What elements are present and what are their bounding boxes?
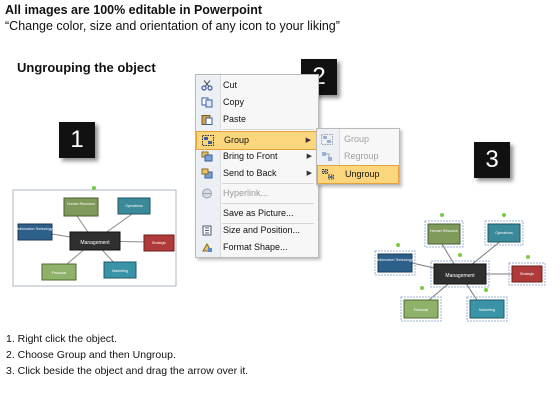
paste-icon [201, 115, 213, 125]
submenu-item-label: Regroup [344, 151, 379, 161]
size-icon [202, 225, 212, 236]
menu-item-label: Copy [223, 97, 245, 107]
selection-frame [484, 220, 524, 246]
node-management [69, 231, 121, 251]
step-marker-1: 1 [59, 122, 95, 158]
menu-item-bring-to-front[interactable]: Bring to Front ▶ [196, 148, 318, 165]
node-operations [117, 197, 151, 215]
submenu-item-label: Ungroup [345, 169, 380, 179]
header-title: All images are 100% editable in Powerpoi… [5, 3, 263, 17]
group-icon [202, 135, 214, 146]
submenu-item-label: Group [344, 134, 370, 144]
selection-frame [424, 220, 464, 248]
scissors-icon [201, 80, 213, 91]
menu-item-size-and-position[interactable]: Size and Position... [196, 222, 318, 239]
format-shape-icon [202, 242, 212, 252]
menu-separator [222, 183, 314, 184]
node-label: Human Resource [430, 229, 458, 233]
node-management[interactable] [433, 263, 487, 285]
selection-frame [374, 250, 416, 276]
menu-item-save-as-picture[interactable]: Save as Picture... [196, 205, 318, 222]
node-label: Operations [495, 231, 513, 235]
node-label: Information Technology [378, 258, 413, 262]
globe-icon [202, 188, 212, 199]
menu-item-paste[interactable]: Paste [196, 111, 318, 128]
node-label: Operations [125, 204, 143, 208]
menu-item-label: Cut [223, 80, 238, 90]
rotate-handle[interactable] [92, 186, 96, 190]
ungrouped-diagram[interactable]: Human Resource Operations Information Te… [370, 212, 550, 324]
context-menu: Cut Copy Paste Group ▶ Bring to Front ▶ … [195, 74, 319, 258]
instruction-step-3: 3. Click beside the object and drag the … [6, 365, 249, 377]
menu-item-hyperlink[interactable]: Hyperlink... [196, 185, 318, 202]
group-selection-frame [12, 189, 177, 287]
node-strategic[interactable] [511, 265, 543, 283]
selection-frame [430, 260, 490, 288]
node-label: Management [445, 273, 475, 279]
menu-separator [222, 223, 314, 224]
send-back-icon [201, 168, 213, 179]
menu-item-label: Size and Position... [223, 225, 301, 235]
submenu-item-group[interactable]: Group [317, 131, 399, 148]
node-financial[interactable] [403, 299, 439, 319]
menu-item-format-shape[interactable]: Format Shape... [196, 239, 318, 256]
node-marketing [103, 261, 137, 279]
regroup-icon [322, 152, 332, 161]
submenu-item-regroup[interactable]: Regroup [317, 148, 399, 165]
selection-frame [400, 296, 442, 322]
copy-icon [201, 97, 213, 108]
step-marker-3: 3 [474, 142, 510, 178]
submenu-arrow-icon: ▶ [305, 137, 311, 144]
selection-frame [466, 296, 508, 322]
group-submenu: Group Regroup Ungroup [316, 128, 400, 185]
node-label: Marketing [479, 308, 495, 312]
node-information-technology [17, 223, 53, 241]
menu-separator [222, 203, 314, 204]
ungroup-icon [322, 169, 334, 180]
group-icon [321, 134, 333, 145]
node-label: Information Technology [18, 227, 53, 231]
header-subtitle: “Change color, size and orientation of a… [5, 19, 340, 33]
instruction-list: 1. Right click the object. 2. Choose Gro… [6, 331, 248, 379]
submenu-arrow-icon: ▶ [306, 153, 312, 160]
menu-item-label: Bring to Front [223, 151, 278, 161]
menu-item-label: Hyperlink... [223, 188, 269, 198]
node-financial [41, 263, 77, 281]
menu-separator [222, 129, 314, 130]
menu-item-label: Format Shape... [223, 242, 288, 252]
node-label: Financial [414, 308, 429, 312]
node-human-resource [63, 197, 99, 217]
bring-front-icon [201, 151, 213, 162]
submenu-arrow-icon: ▶ [306, 170, 312, 177]
menu-item-send-to-back[interactable]: Send to Back ▶ [196, 165, 318, 182]
menu-item-label: Save as Picture... [223, 208, 294, 218]
menu-item-cut[interactable]: Cut [196, 77, 318, 94]
node-label: Human Resource [67, 202, 95, 206]
node-label: Strategic [152, 241, 166, 245]
node-information-technology[interactable] [377, 253, 413, 273]
node-label: Marketing [112, 269, 128, 273]
section-heading: Ungrouping the object [17, 60, 156, 75]
node-operations[interactable] [487, 223, 521, 243]
node-label: Strategic [520, 272, 534, 276]
node-strategic [143, 234, 175, 252]
node-marketing[interactable] [469, 299, 505, 319]
menu-item-label: Send to Back [223, 168, 277, 178]
grouped-diagram[interactable]: Human Resource Operations Information Te… [12, 186, 178, 290]
instruction-step-2: 2. Choose Group and then Ungroup. [6, 349, 176, 361]
instruction-step-1: 1. Right click the object. [6, 333, 117, 345]
menu-item-label: Paste [223, 114, 247, 124]
submenu-item-ungroup[interactable]: Ungroup [317, 165, 399, 184]
menu-item-copy[interactable]: Copy [196, 94, 318, 111]
node-label: Management [80, 240, 110, 246]
selection-frame [508, 262, 546, 286]
menu-item-label: Group [224, 135, 250, 145]
node-label: Financial [52, 271, 67, 275]
node-human-resource[interactable] [427, 223, 461, 245]
